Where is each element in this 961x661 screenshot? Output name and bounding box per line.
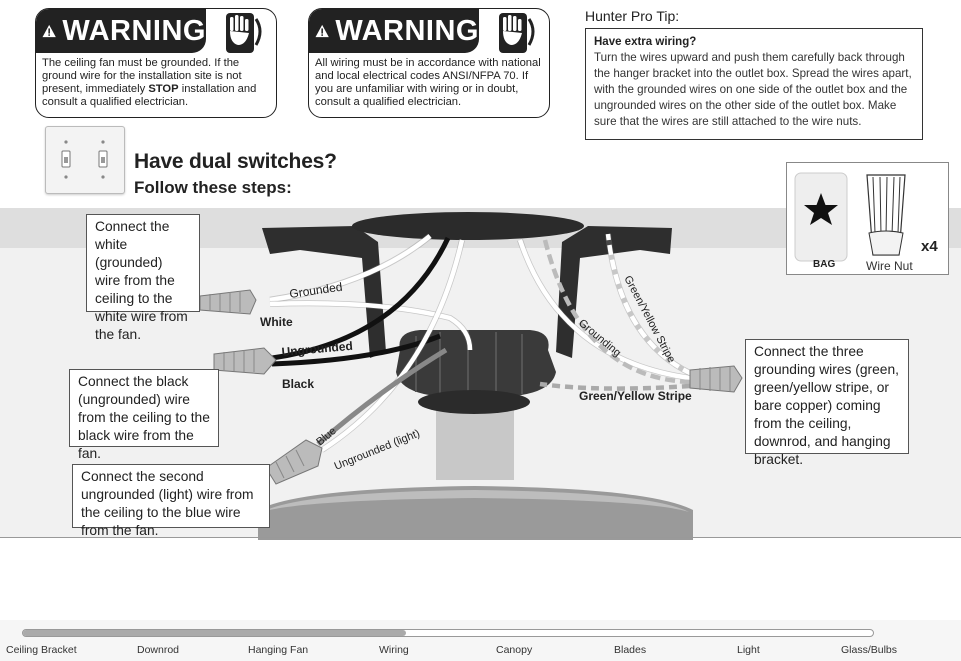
wire-nut-label: Wire Nut — [866, 259, 913, 273]
ceiling-box — [352, 212, 584, 240]
dual-switch-heading: Have dual switches? — [134, 150, 337, 173]
wire-ground-bracket — [605, 233, 693, 377]
label-gy-stripe-bottom: Green/Yellow Stripe — [579, 389, 692, 403]
hanging-bracket-right — [556, 226, 672, 358]
hanging-bracket-left — [262, 226, 386, 358]
label-ungrounded: Ungrounded — [281, 339, 353, 359]
step-light[interactable]: Light — [737, 644, 760, 656]
warning-header: WARNING — [309, 9, 479, 53]
warning-text: The ceiling fan must be grounded. If the… — [42, 57, 268, 109]
step-blades[interactable]: Blades — [614, 644, 647, 656]
wiring-diagram: Grounded White Ungrounded Black Blue Ung… — [199, 212, 743, 540]
pro-tip-body: Turn the wires upward and push them care… — [594, 51, 912, 128]
warning-text-part: The ceiling fan must be grounded. If the… — [42, 57, 242, 95]
step-glass-bulbs[interactable]: Glass/Bulbs — [841, 644, 898, 656]
step-ceiling-bracket[interactable]: Ceiling Bracket — [6, 644, 77, 656]
progress-fill — [23, 630, 406, 636]
label-white: White — [260, 315, 293, 329]
warning-title: WARNING — [335, 14, 479, 47]
wire-nut-white — [199, 289, 257, 315]
step-labels: Ceiling Bracket Downrod Hanging Fan Wiri… — [0, 644, 961, 660]
step-navigation — [0, 620, 961, 661]
callout-ground-wires: Connect the three grounding wires (green… — [745, 339, 909, 467]
label-grounded: Grounded — [288, 280, 343, 301]
electric-shock-hand-icon — [499, 13, 535, 53]
wire-black-ceiling — [271, 236, 451, 361]
wire-nut-quantity: x4 — [921, 238, 938, 255]
dual-switch-plate-icon — [45, 126, 125, 194]
wire-nut-ground — [689, 365, 743, 393]
hardware-illustration — [794, 172, 906, 262]
pro-tip-title: Hunter Pro Tip: — [585, 8, 680, 24]
warning-triangle-icon — [42, 24, 56, 38]
step-canopy[interactable]: Canopy — [496, 644, 533, 656]
warning-text-part: installation and consult a qualified ele… — [42, 83, 257, 108]
wire-ungrounded-light — [320, 239, 465, 452]
progress-track[interactable] — [22, 629, 874, 637]
warning-triangle-icon — [315, 24, 329, 38]
warning-box-codes: WARNING All wiring must be in accordance… — [308, 8, 550, 118]
label-black: Black — [282, 377, 314, 391]
star-icon — [804, 193, 838, 225]
warning-box-grounding: WARNING The ceiling fan must be grounded… — [35, 8, 277, 118]
warning-title: WARNING — [62, 14, 206, 47]
hardware-box: BAG Wire Nut x4 — [786, 162, 949, 275]
warning-text-bold: STOP — [148, 83, 179, 95]
wire-nut-black — [213, 347, 277, 375]
wire-grounding-ceiling — [517, 239, 691, 381]
wire-nut-light — [265, 439, 323, 485]
step-hanging-fan[interactable]: Hanging Fan — [248, 644, 309, 656]
callout-black-wire: Connect the black (ungrounded) wire from… — [69, 369, 219, 461]
step-wiring[interactable]: Wiring — [379, 644, 409, 656]
pro-tip-box: Have extra wiring? Turn the wires upward… — [585, 28, 923, 140]
wire-ground-downrod — [542, 239, 691, 385]
callout-white-wire: Connect the white (grounded) wire from t… — [86, 214, 200, 342]
hanger-ball — [396, 330, 556, 396]
step-downrod[interactable]: Downrod — [137, 644, 180, 656]
electric-shock-hand-icon — [226, 13, 262, 53]
dual-switch-subheading: Follow these steps: — [134, 178, 292, 197]
label-gy-stripe-top: Green/Yellow Stripe — [621, 274, 677, 365]
callout-light-wire: Connect the second ungrounded (light) wi… — [72, 464, 270, 538]
pro-tip-heading: Have extra wiring? — [594, 36, 697, 48]
warning-text: All wiring must be in accordance with na… — [315, 57, 541, 108]
wire-white-fan — [269, 301, 473, 351]
wire-blue — [316, 347, 448, 446]
bag-label: BAG — [813, 259, 836, 270]
warning-header: WARNING — [36, 9, 206, 53]
diagram-divider — [0, 537, 961, 538]
